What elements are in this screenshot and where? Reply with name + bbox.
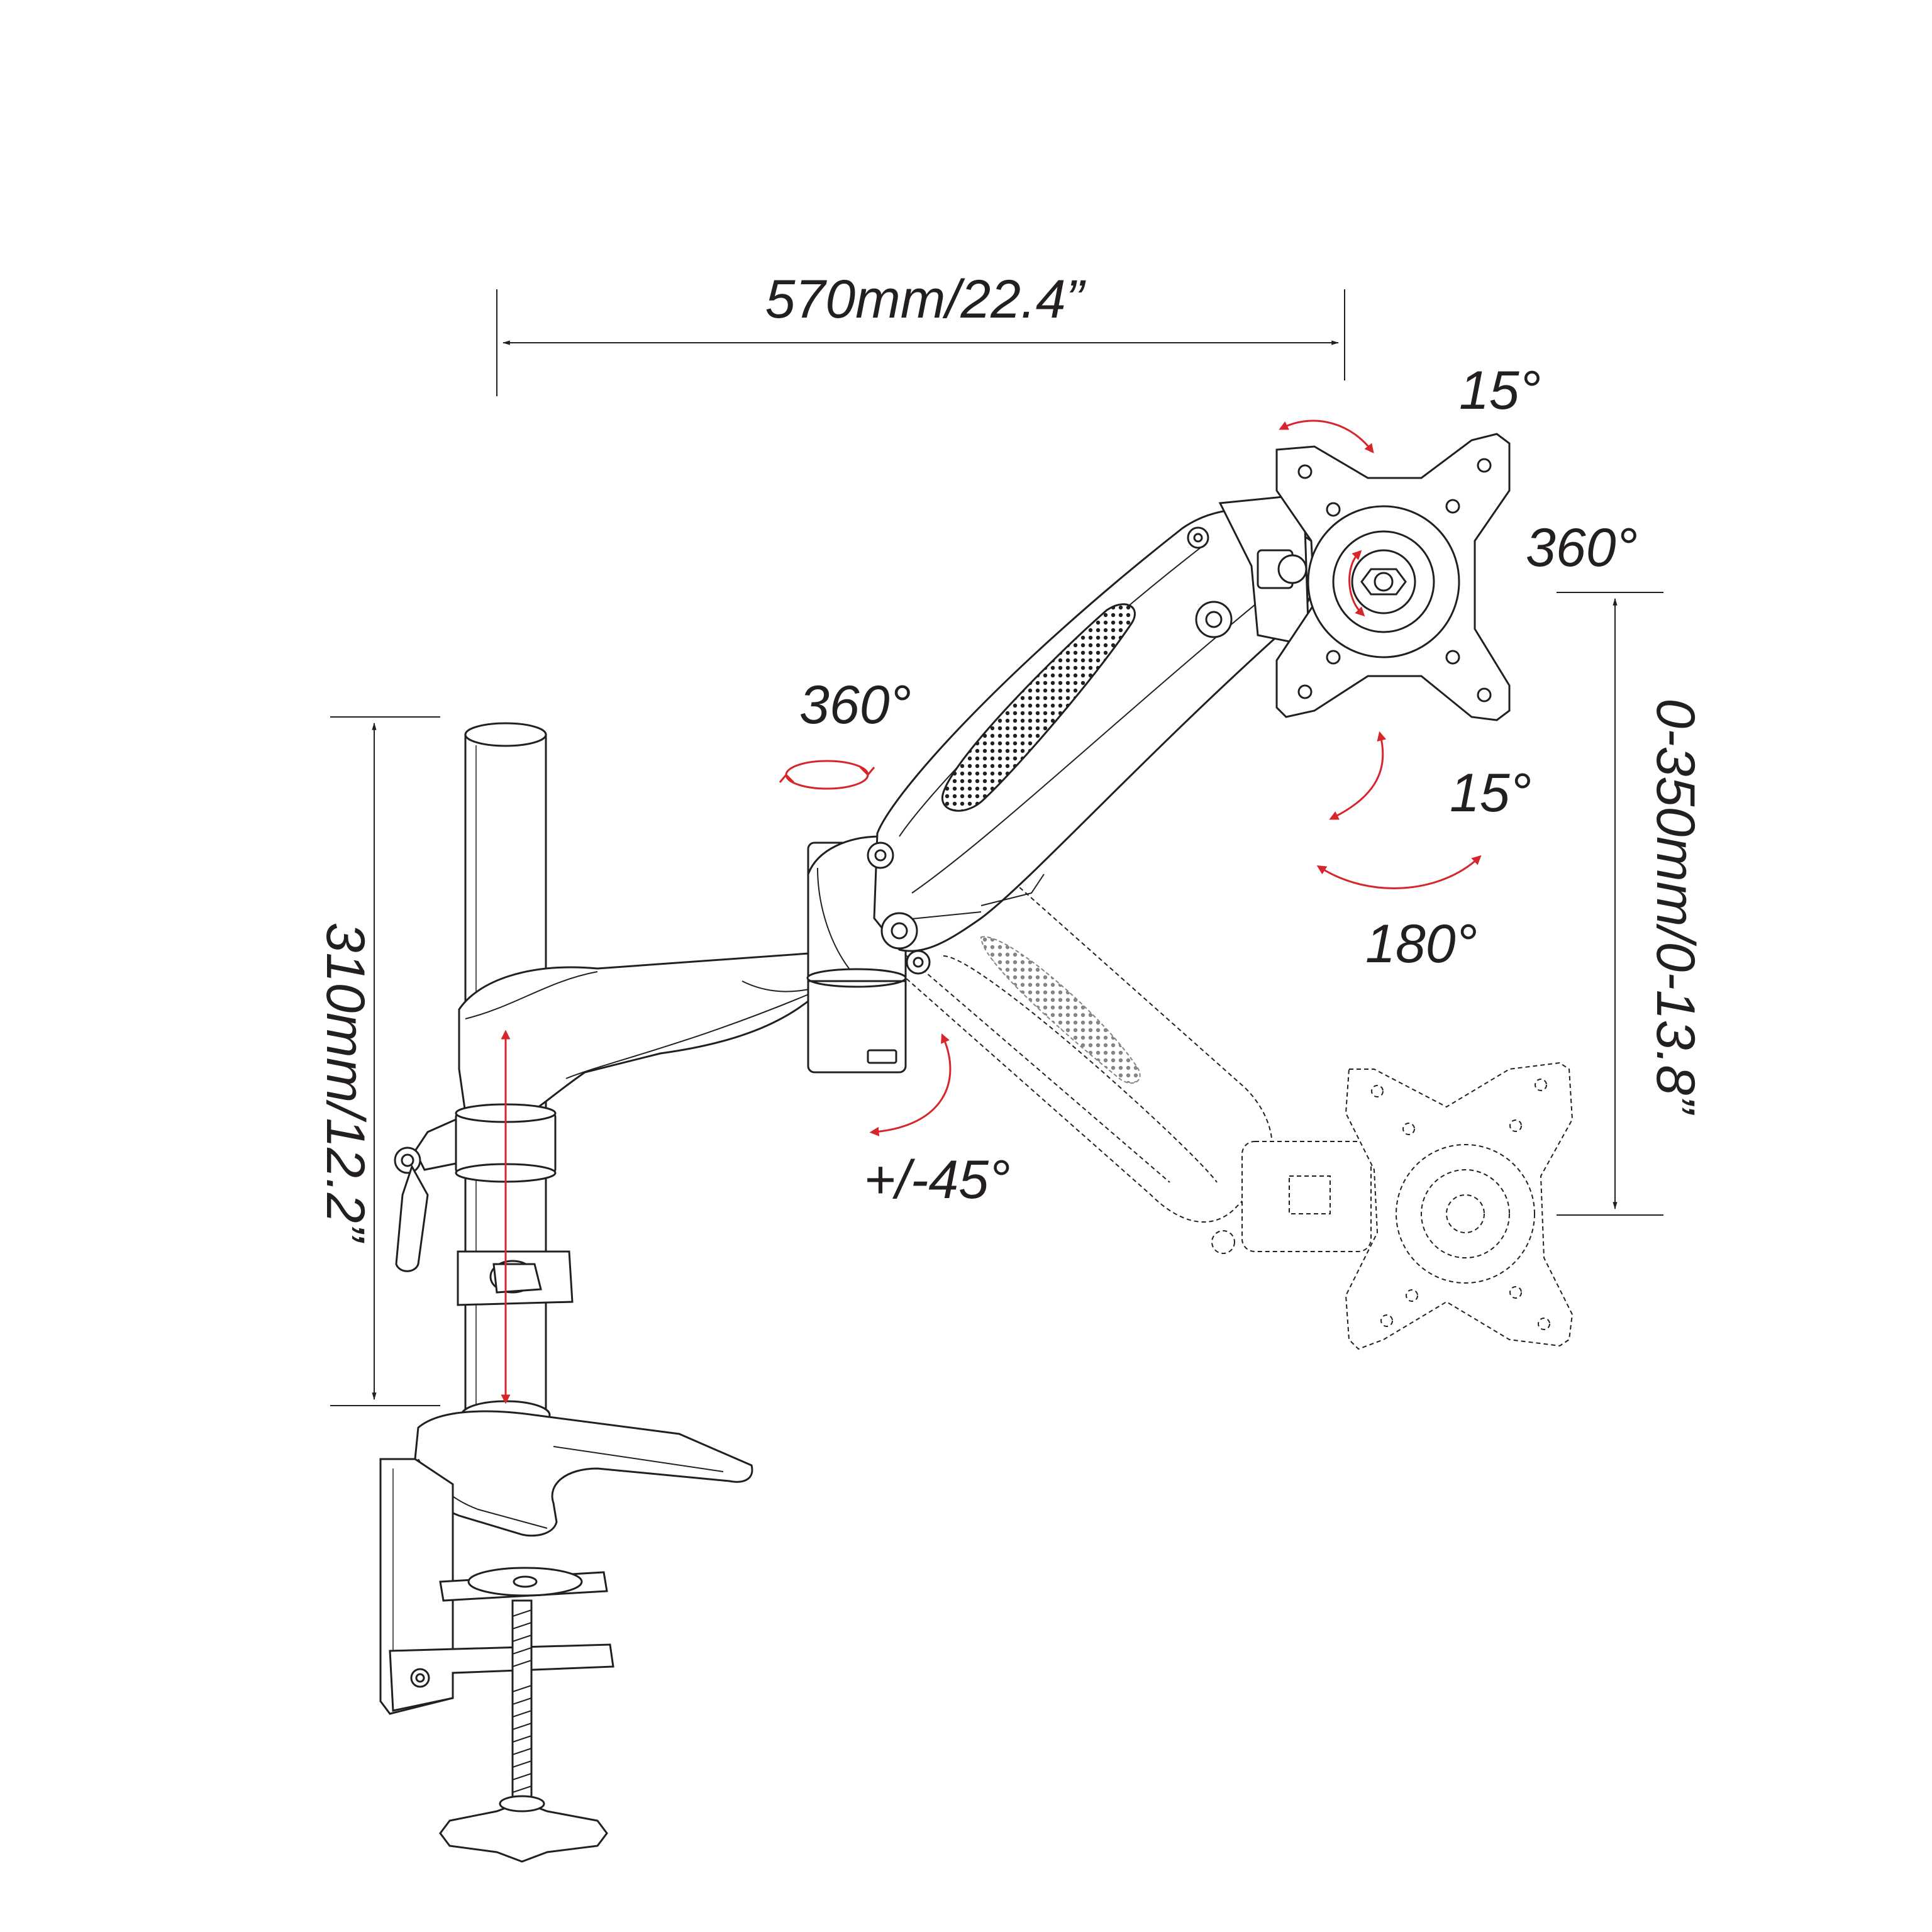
upper-arm	[873, 508, 1317, 952]
swivel-label: 180°	[1365, 914, 1477, 974]
arm-swivel-label: 360°	[799, 675, 911, 735]
pivot-screws	[867, 526, 1233, 975]
lowered-arm-ghost	[869, 858, 1372, 1254]
tilt-up-arrow	[1279, 419, 1374, 453]
elbow-tilt-arrow	[869, 1033, 952, 1136]
pole-height-label: 310mm/12.2”	[315, 923, 375, 1243]
swivel-arrow	[1316, 855, 1482, 889]
tilt-up-label: 15°	[1459, 360, 1541, 421]
reach-label: 570mm/22.4”	[765, 269, 1086, 330]
rotation-arrow	[1348, 550, 1365, 617]
upper-arm-mesh	[941, 603, 1136, 812]
vesa-plate	[1275, 433, 1511, 721]
c-clamp	[379, 1458, 614, 1863]
pole-stop-ring	[457, 1250, 574, 1306]
tilt-down-label: 15°	[1450, 763, 1531, 823]
elbow-tilt-label: +/-45°	[864, 1150, 1011, 1210]
tilt-down-arrow	[1329, 731, 1387, 820]
height-adjust-dimension	[1557, 592, 1663, 1216]
lower-arm	[458, 952, 825, 1114]
arm-swivel-arrow	[785, 760, 869, 790]
reach-dimension	[496, 289, 1345, 396]
desk-base	[414, 1410, 753, 1537]
height-adjust-label: 0-350mm/0-13.8”	[1645, 698, 1706, 1115]
lowered-vesa-plate-ghost	[1345, 1062, 1574, 1350]
motion-arrows	[501, 419, 1482, 1404]
lowered-arm-mesh	[980, 936, 1141, 1084]
pole-height-dimension	[330, 716, 440, 1406]
rotation-label: 360°	[1526, 518, 1638, 578]
